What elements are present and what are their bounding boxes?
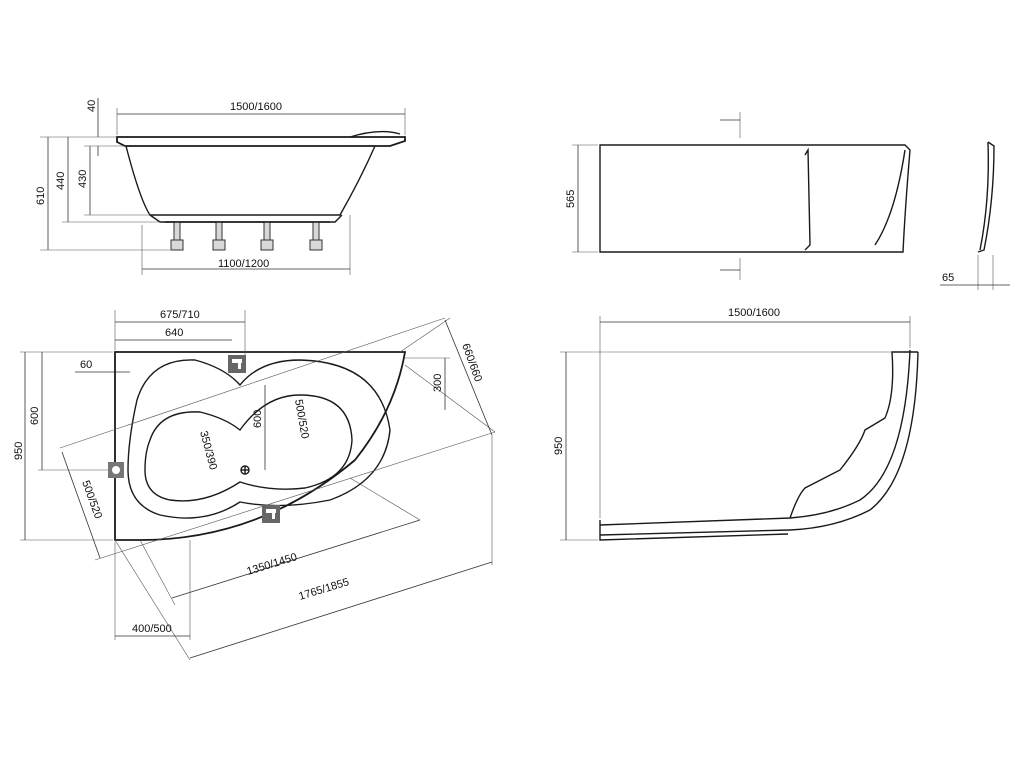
- plan-bottom-offset: 400/500: [132, 623, 172, 635]
- faucet-icon: [228, 355, 246, 373]
- side-view-rim-thickness: 40: [86, 100, 98, 112]
- panel-plan-outer: [599, 349, 911, 526]
- plan-view-basin-inner: [144, 394, 353, 502]
- side-view-legs-span: 1100/1200: [218, 258, 269, 270]
- plan-diag-right: 660/660: [459, 342, 484, 383]
- plan-basin-length: 1350/1450: [245, 551, 298, 578]
- overflow-icon: [108, 462, 124, 478]
- plan-view-basin-outer: [127, 359, 391, 519]
- panel-plan-view: 1500/1600 950: [553, 307, 919, 541]
- plan-left-diag: 500/520: [79, 479, 104, 520]
- panel-front-view: 565: [565, 112, 911, 280]
- plan-center-depth: 600: [252, 410, 264, 428]
- side-view-rim: [116, 136, 406, 147]
- side-view-height-total: 610: [35, 187, 47, 205]
- side-view-base: [149, 214, 343, 223]
- side-view-legs: [165, 221, 330, 251]
- plan-height-inner: 600: [29, 407, 41, 425]
- panel-profile-view: 65: [940, 141, 1010, 290]
- panel-front-curve: [874, 149, 906, 246]
- panel-profile-thickness: 65: [942, 272, 954, 284]
- plan-width-overall: 675/710: [160, 309, 200, 321]
- faucet-icon: [262, 505, 280, 523]
- plan-view: 675/710 640 60 950 600 600 350/390 500/5…: [13, 309, 496, 661]
- panel-front-fold: [804, 147, 811, 251]
- plan-basin-left: 350/390: [197, 430, 219, 472]
- plan-right-short: 300: [432, 374, 444, 392]
- plan-drain-offset: 60: [80, 359, 92, 371]
- side-view-headrest: [349, 130, 401, 138]
- panel-plan-inner: [599, 351, 919, 536]
- panel-front-outline: [599, 144, 911, 253]
- side-view-height-a: 440: [55, 172, 67, 190]
- panel-plan-length: 1500/1600: [728, 307, 780, 319]
- plan-overall-diag: 1765/1855: [297, 576, 350, 603]
- side-view-height-b: 430: [77, 170, 89, 188]
- panel-plan-depth: 950: [553, 437, 565, 455]
- panel-plan-step: [789, 351, 918, 519]
- panel-front-height: 565: [565, 190, 577, 208]
- side-view-body: [125, 145, 376, 216]
- plan-width-inner: 640: [165, 327, 183, 339]
- panel-profile-outline: [977, 141, 995, 253]
- side-view-top-length: 1500/1600: [230, 101, 282, 113]
- side-view: 1500/1600 1100/1200 610 440 430 40: [35, 98, 406, 275]
- plan-view-rim: [114, 351, 407, 541]
- plan-basin-right: 500/520: [292, 398, 311, 439]
- plan-height-total: 950: [13, 442, 25, 460]
